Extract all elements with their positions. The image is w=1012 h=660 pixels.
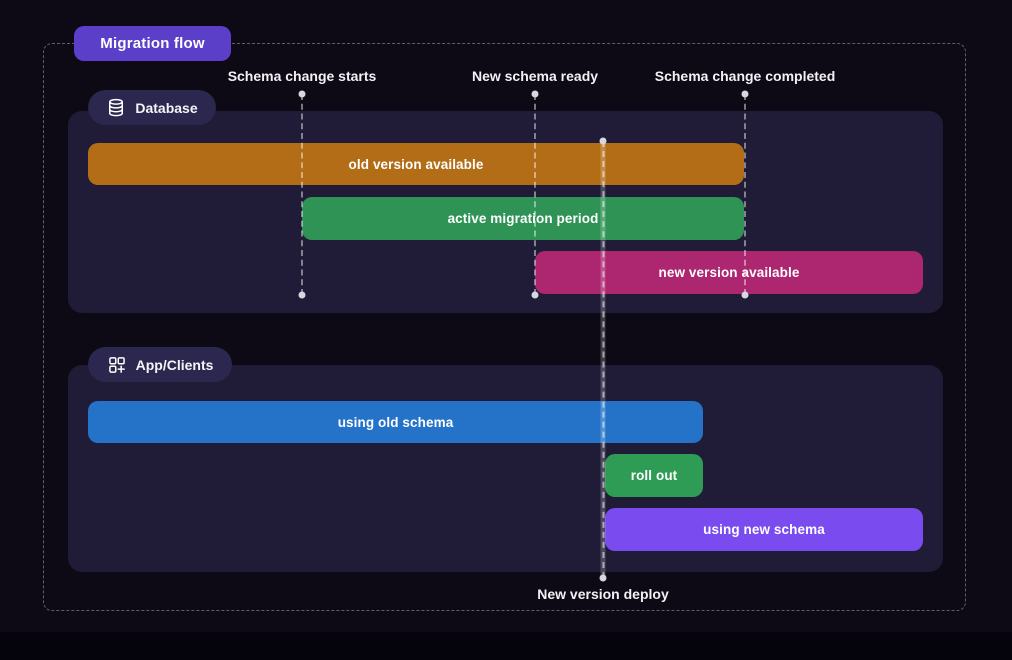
app-clients-panel: [68, 365, 943, 572]
bottom-strip: [0, 632, 1012, 660]
database-icon: [106, 98, 126, 118]
app-clients-section-badge: App/Clients: [88, 347, 232, 382]
database-section-label: Database: [135, 99, 198, 116]
app-clients-section-label: App/Clients: [135, 356, 214, 373]
database-panel: [68, 111, 943, 313]
apps-plus-icon: [107, 355, 127, 375]
database-section-badge: Database: [88, 90, 216, 125]
diagram-frame: [43, 43, 966, 611]
diagram-title-badge: Migration flow: [74, 26, 231, 61]
diagram-title: Migration flow: [100, 35, 205, 52]
